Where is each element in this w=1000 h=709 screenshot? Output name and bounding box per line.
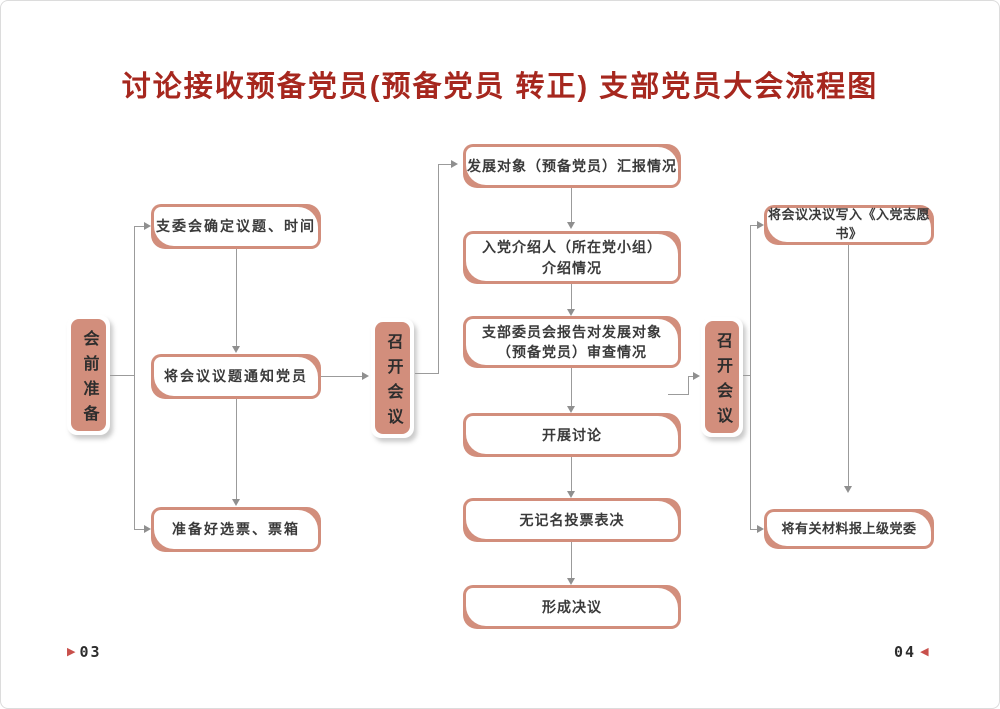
connector-line	[688, 376, 689, 395]
step-label-line2: （预备党员）审查情况	[497, 344, 647, 360]
arrowhead-down-icon	[567, 578, 575, 585]
stage-pill-fill: 召开会议	[375, 322, 410, 434]
stage-label-pre-meeting: 会前准备	[80, 329, 98, 430]
step-label: 将会议议题通知党员	[164, 368, 308, 385]
step-label-line1: 入党介绍人（所在党小组）	[482, 239, 662, 256]
connector-line	[236, 249, 237, 346]
connector-line	[321, 376, 363, 377]
step-label: 形成决议	[542, 598, 602, 615]
step-label: 发展对象（预备党员）汇报情况	[467, 157, 677, 174]
step-box-introducer-remarks: 入党介绍人（所在党小组） 介绍情况	[463, 231, 681, 284]
step-label: 将有关材料报上级党委	[781, 520, 917, 536]
connector-line	[688, 376, 694, 377]
connector-line	[134, 226, 144, 227]
arrowhead-right-icon	[144, 222, 151, 230]
step-label: 准备好选票、票箱	[172, 521, 300, 538]
step-label: 支委会确定议题、时间	[156, 218, 316, 235]
step-box-write-resolution: 将会议决议写入《入党志愿书》	[764, 205, 934, 245]
arrowhead-down-icon	[232, 346, 240, 353]
connector-line	[415, 373, 439, 374]
arrowhead-right-icon	[362, 372, 369, 380]
connector-line	[743, 375, 751, 376]
step-box-notify-members: 将会议议题通知党员	[151, 354, 321, 399]
step-box-form-resolution: 形成决议	[463, 585, 681, 629]
arrowhead-down-icon	[844, 486, 852, 493]
arrowhead-right-icon	[693, 372, 700, 380]
stage-label-after-meeting: 召开会议	[714, 331, 731, 432]
stage-pill-after-meeting: 召开会议	[701, 317, 743, 437]
arrowhead-down-icon	[567, 406, 575, 413]
page-marker-left: ▶ 03	[67, 643, 102, 661]
connector-line	[134, 529, 144, 530]
step-label-line2: 介绍情况	[542, 259, 602, 276]
stage-pill-fill: 会前准备	[71, 319, 106, 431]
arrowhead-down-icon	[567, 309, 575, 316]
connector-line	[571, 284, 572, 309]
step-label: 开展讨论	[542, 426, 602, 443]
step-box-committee-review: 支部委员会报告对发展对象 （预备党员）审查情况	[463, 316, 681, 368]
connector-line	[571, 368, 572, 406]
triangle-right-icon: ▶	[67, 645, 76, 658]
step-box-secret-ballot: 无记名投票表决	[463, 498, 681, 542]
step-label: 无记名投票表决	[519, 511, 625, 528]
connector-line	[750, 225, 758, 226]
stage-pill-fill: 召开会议	[705, 321, 739, 433]
triangle-left-icon: ◀	[920, 645, 929, 658]
arrowhead-right-icon	[451, 160, 458, 168]
stage-label-hold-meeting: 召开会议	[384, 332, 402, 433]
stage-pill-pre-meeting: 会前准备	[67, 315, 110, 435]
step-box-discussion: 开展讨论	[463, 413, 681, 457]
connector-line	[571, 457, 572, 491]
step-box-prepare-ballots: 准备好选票、票箱	[151, 507, 321, 552]
step-label-line1: 支部委员会报告对发展对象	[482, 323, 662, 340]
arrowhead-right-icon	[757, 221, 764, 229]
arrowhead-down-icon	[232, 499, 240, 506]
arrowhead-right-icon	[144, 525, 151, 533]
connector-line	[750, 529, 758, 530]
connector-line	[134, 226, 135, 529]
page-number-right: 04	[894, 643, 917, 661]
arrowhead-right-icon	[757, 525, 764, 533]
stage-pill-hold-meeting: 召开会议	[371, 318, 414, 438]
connector-line	[668, 394, 689, 395]
connector-line	[571, 188, 572, 222]
page-title: 讨论接收预备党员(预备党员 转正) 支部党员大会流程图	[121, 71, 879, 103]
step-label: 将会议决议写入《入党志愿书》	[767, 207, 930, 241]
page-number-left: 03	[79, 643, 102, 661]
connector-line	[438, 164, 439, 374]
connector-line	[236, 399, 237, 499]
step-box-candidate-report: 发展对象（预备党员）汇报情况	[463, 144, 681, 188]
step-box-set-agenda: 支委会确定议题、时间	[151, 204, 321, 249]
page-marker-right: 04 ◀	[894, 643, 929, 661]
arrowhead-down-icon	[567, 491, 575, 498]
connector-line	[750, 225, 751, 530]
connector-line	[110, 375, 135, 376]
step-box-report-materials: 将有关材料报上级党委	[764, 509, 934, 549]
arrowhead-down-icon	[567, 222, 575, 229]
connector-line	[848, 245, 849, 486]
connector-line	[438, 164, 452, 165]
connector-line	[571, 542, 572, 578]
